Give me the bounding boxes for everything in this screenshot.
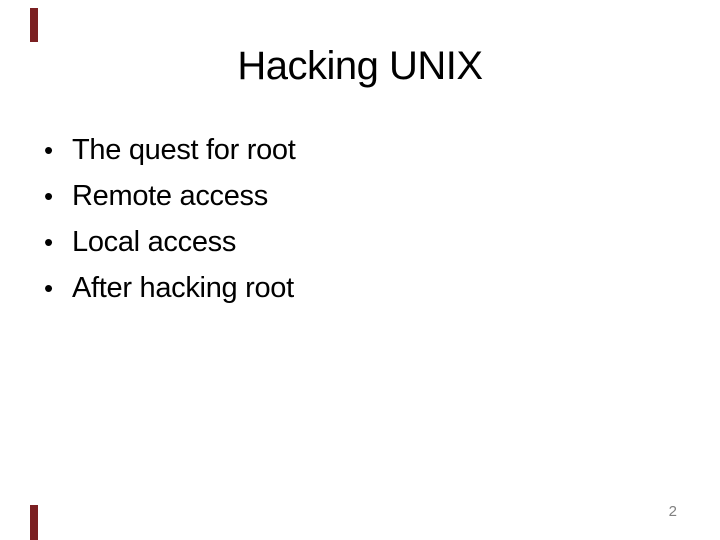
bullet-text: Remote access (72, 180, 268, 212)
left-accent-bar-top (30, 8, 38, 42)
left-accent-bar-bottom (30, 505, 38, 540)
bullet-text: Local access (72, 226, 237, 258)
bullet-item: • After hacking root (44, 265, 296, 311)
bullet-list: • The quest for root • Remote access • Local … (44, 127, 296, 311)
bullet-item: • Remote access (44, 173, 296, 219)
bullet-text: The quest for root (72, 134, 296, 166)
bullet-item: • Local access (44, 219, 296, 265)
slide-title: Hacking UNIX (237, 44, 483, 88)
bullet-marker: • (44, 227, 54, 257)
bullet-text: After hacking root (72, 272, 294, 304)
bullet-item: • The quest for root (44, 127, 296, 173)
page-number: 2 (668, 503, 677, 520)
bullet-marker: • (44, 273, 54, 303)
bullet-marker: • (44, 181, 54, 211)
bullet-marker: • (44, 135, 54, 165)
